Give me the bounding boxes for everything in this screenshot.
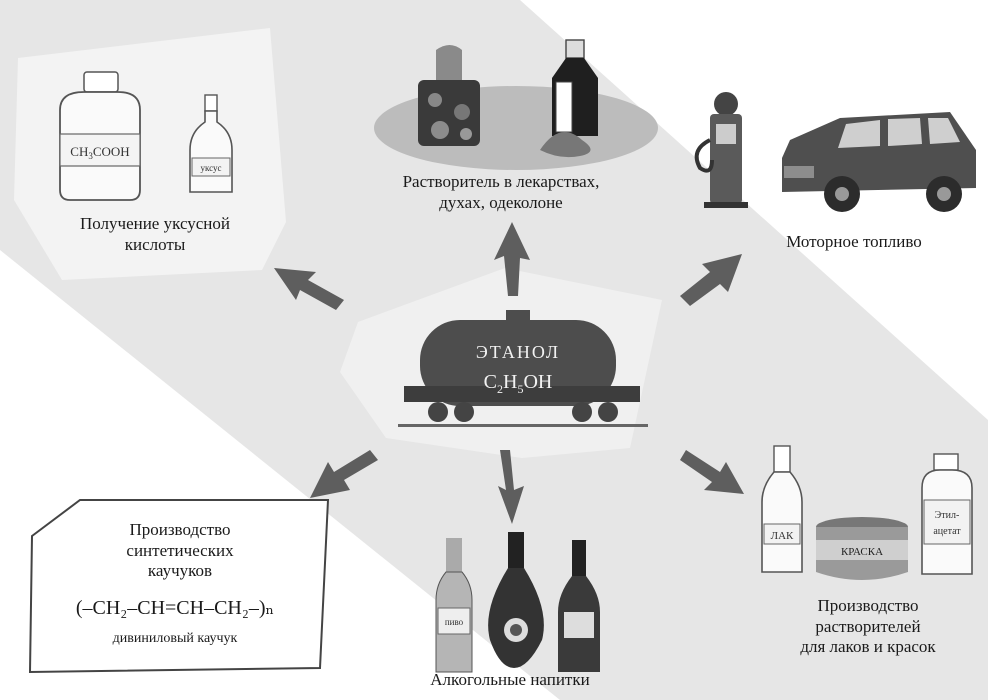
- arrow-down-right: [680, 450, 744, 494]
- rubber-line-1: Производство: [129, 520, 231, 539]
- solvent-line-2: духах, одеколоне: [439, 192, 563, 212]
- jar-label-line1: Этил-: [935, 510, 960, 521]
- arrow-down-left: [310, 450, 378, 498]
- acetic-bottle-label: CH3COOH: [70, 144, 129, 161]
- paint-can-icon: КРАСКА: [816, 517, 908, 580]
- formula-part: C: [484, 371, 497, 393]
- ethanol-tank-icon: [398, 310, 648, 427]
- tank-title: ЭТАНОЛ: [476, 342, 560, 362]
- alcohol-line-1: Алкогольные напитки: [430, 670, 590, 689]
- acetic-acid-bottle-icon: CH3COOH: [59, 71, 141, 201]
- rubber-line-2: синтетических: [126, 540, 234, 560]
- paints-line-3: для лаков и красок: [800, 637, 936, 657]
- cologne-bottle-icon: [540, 39, 598, 158]
- alcohol-label: Алкогольные напитки: [380, 670, 640, 691]
- perfume-bottle-icon: [418, 45, 480, 146]
- car-icon: [782, 112, 976, 212]
- arrow-down: [498, 450, 524, 524]
- vinegar-bottle-icon: уксус: [189, 94, 233, 193]
- beer-bottle-label: пиво: [445, 617, 464, 627]
- paint-label: КРАСКА: [841, 546, 883, 558]
- beer-bottle-icon: пиво: [435, 538, 473, 673]
- wine-bottle-icon: [558, 540, 600, 672]
- formula-subscript: 5: [517, 382, 523, 396]
- rubber-note: дивиниловый каучук: [112, 631, 238, 646]
- acetic-acid-label: Получение уксусной кислоты: [40, 214, 270, 255]
- paints-line-2: растворителей: [815, 616, 921, 636]
- solvent-medicine-label: Растворитель в лекарствах, духах, одекол…: [346, 172, 656, 213]
- rubber-formula: (–CH₂–CH=CH–CH₂–)ₙ: [75, 597, 275, 619]
- arrow-up-right: [680, 254, 742, 306]
- arrow-up: [494, 222, 530, 296]
- perfume-ellipse: [374, 86, 658, 170]
- vinegar-bottle-label: уксус: [200, 163, 221, 173]
- varnish-bottle-icon: ЛАК: [761, 445, 803, 573]
- formula-subscript: 2: [497, 382, 503, 396]
- paints-line-1: Производство: [817, 596, 919, 615]
- cognac-bottle-icon: [488, 532, 544, 668]
- rubber-label: Производство синтетических каучуков: [70, 520, 290, 582]
- fuel-line-1: Моторное топливо: [786, 232, 922, 251]
- acetic-line-1: Получение уксусной: [79, 214, 231, 233]
- fuel-pump-icon: [694, 92, 748, 208]
- acetic-acid-panel: [14, 28, 286, 280]
- jar-label-line2: ацетат: [933, 526, 961, 537]
- arrow-up-left: [274, 268, 344, 310]
- rubber-panel: [28, 499, 330, 674]
- rubber-line-3: каучуков: [147, 561, 213, 581]
- paints-label: Производство растворителей для лаков и к…: [758, 596, 978, 658]
- ethyl-acetate-jar-icon: Этил- ацетат: [921, 453, 973, 575]
- varnish-label: ЛАК: [771, 530, 794, 542]
- tank-formula: C2H5OH: [484, 371, 553, 396]
- motor-fuel-label: Моторное топливо: [754, 232, 954, 253]
- formula-part: H: [503, 371, 517, 393]
- arrows: [274, 222, 744, 524]
- formula-part: OH: [523, 371, 552, 393]
- solvent-line-1: Растворитель в лекарствах,: [402, 172, 600, 191]
- acetic-line-2: кислоты: [124, 234, 186, 254]
